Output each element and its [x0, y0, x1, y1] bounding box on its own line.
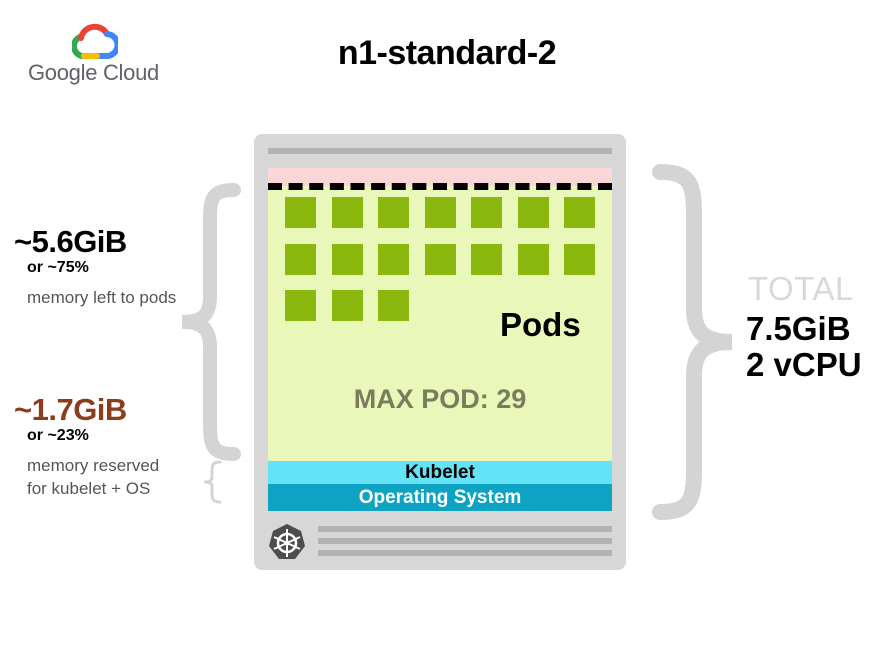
reserved-memory-percent: or ~23% — [27, 427, 89, 444]
reserved-memory-value: ~1.7GiB — [14, 392, 127, 427]
pods-memory-percent: or ~75% — [27, 259, 89, 276]
node-top-bar — [268, 148, 612, 154]
node-bottom-bar-2 — [318, 538, 612, 544]
pods-area — [268, 186, 612, 461]
pod-square — [331, 197, 363, 228]
reserved-eviction-band — [268, 168, 612, 186]
operating-system-band: Operating System — [268, 484, 612, 511]
google-cloud-logo-icon — [72, 23, 118, 59]
node-bottom-bar-1 — [318, 526, 612, 532]
pods-memory-value: ~5.6GiB — [14, 224, 127, 259]
pod-square — [564, 197, 595, 228]
reserved-memory-description: memory reserved for kubelet + OS — [27, 456, 160, 498]
page-title: n1-standard-2 — [0, 34, 880, 73]
pod-square — [424, 197, 456, 228]
kubernetes-icon — [269, 524, 305, 559]
total-memory-value: 7.5GiB — [746, 310, 851, 347]
total-label: TOTAL — [748, 270, 854, 307]
pod-square — [471, 197, 502, 228]
node-bottom-bar-3 — [318, 550, 612, 556]
pods-memory-description: memory left to pods — [27, 288, 177, 307]
pod-square — [517, 197, 549, 228]
pod-square — [517, 243, 549, 275]
pods-brace-icon — [181, 183, 241, 461]
pods-label: Pods — [500, 306, 581, 343]
pod-square — [378, 243, 409, 275]
pod-square — [378, 290, 409, 321]
reserved-brace-icon — [203, 460, 222, 504]
pod-square — [424, 243, 456, 275]
pod-square — [471, 243, 502, 275]
kubelet-band: Kubelet — [268, 461, 612, 484]
total-brace-icon — [652, 164, 733, 520]
pod-square — [378, 197, 409, 228]
pod-square — [564, 243, 595, 275]
pod-square — [331, 243, 363, 275]
max-pod-label: MAX POD: 29 — [353, 384, 527, 414]
pod-square — [285, 290, 316, 321]
google-cloud-logo-text: Google Cloud — [28, 60, 159, 85]
pod-square — [331, 290, 363, 321]
allocatable-boundary-line — [268, 183, 612, 190]
total-cpu-value: 2 vCPU — [746, 346, 862, 383]
pod-square — [285, 197, 316, 228]
pod-square — [285, 243, 316, 275]
title-text: n1-standard-2 — [337, 34, 557, 72]
